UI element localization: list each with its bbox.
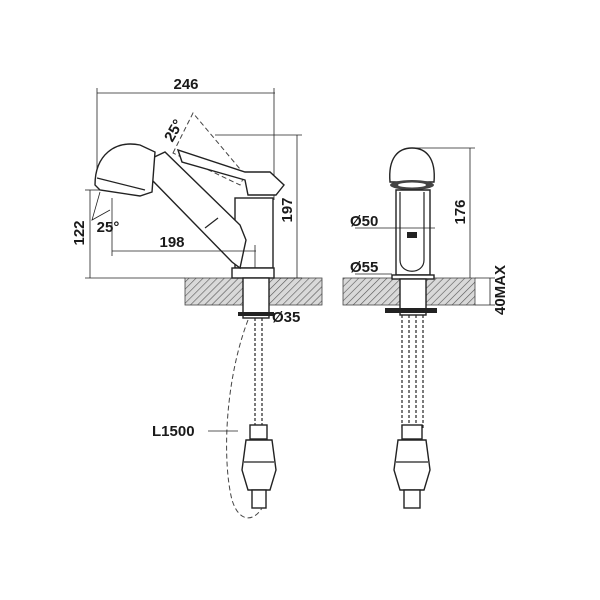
- spray-head-seam: [96, 177, 146, 191]
- aerator-opening: [398, 182, 426, 188]
- front-height-dimension: 176: [412, 147, 475, 278]
- hose-length-label: L1500: [152, 423, 195, 440]
- hose-channel-front: [399, 192, 425, 272]
- spout-angle-marker: [91, 191, 111, 221]
- supply-hoses-side: [241, 318, 277, 509]
- width-dim-label: 246: [173, 76, 198, 93]
- total-height-dimension: 197: [215, 134, 302, 279]
- faucet-base: [231, 267, 275, 279]
- body-diameter-label: Ø50: [350, 213, 378, 230]
- counter-thickness-dimension: 40MAX: [475, 265, 509, 315]
- front-view: Ø50 Ø55 176 40MAX: [342, 147, 509, 509]
- spout-angle-label: 25°: [97, 219, 120, 236]
- width-dimension: 246: [96, 76, 275, 200]
- hose-weight-marker: [407, 232, 417, 238]
- pull-out-spout: [147, 151, 247, 270]
- pull-out-hose-loop: [226, 319, 263, 519]
- side-view: 246 25° 25° 122 198 197: [71, 76, 323, 519]
- hole-diameter-label: Ø35: [272, 309, 300, 326]
- total-height-label: 197: [279, 197, 296, 222]
- spray-head-front: [389, 147, 435, 183]
- supply-hoses-front: [393, 315, 431, 509]
- spout-height-label: 122: [71, 220, 88, 245]
- raised-lever-outline: [172, 112, 246, 186]
- shank: [242, 277, 270, 319]
- mounting-nut: [238, 312, 274, 316]
- lever: [176, 148, 285, 196]
- spray-head: [94, 143, 156, 197]
- reach-dimension: 198: [111, 198, 256, 268]
- lever-angle-label: 25°: [161, 117, 187, 145]
- base-diameter-label: Ø55: [350, 259, 378, 276]
- mounting-nut-front: [385, 308, 437, 313]
- spout-height-dimension: 122: [71, 189, 185, 279]
- counter-thickness-label: 40MAX: [492, 265, 509, 315]
- reach-label: 198: [159, 234, 184, 251]
- spout-collar: [204, 217, 219, 229]
- front-height-label: 176: [452, 199, 469, 224]
